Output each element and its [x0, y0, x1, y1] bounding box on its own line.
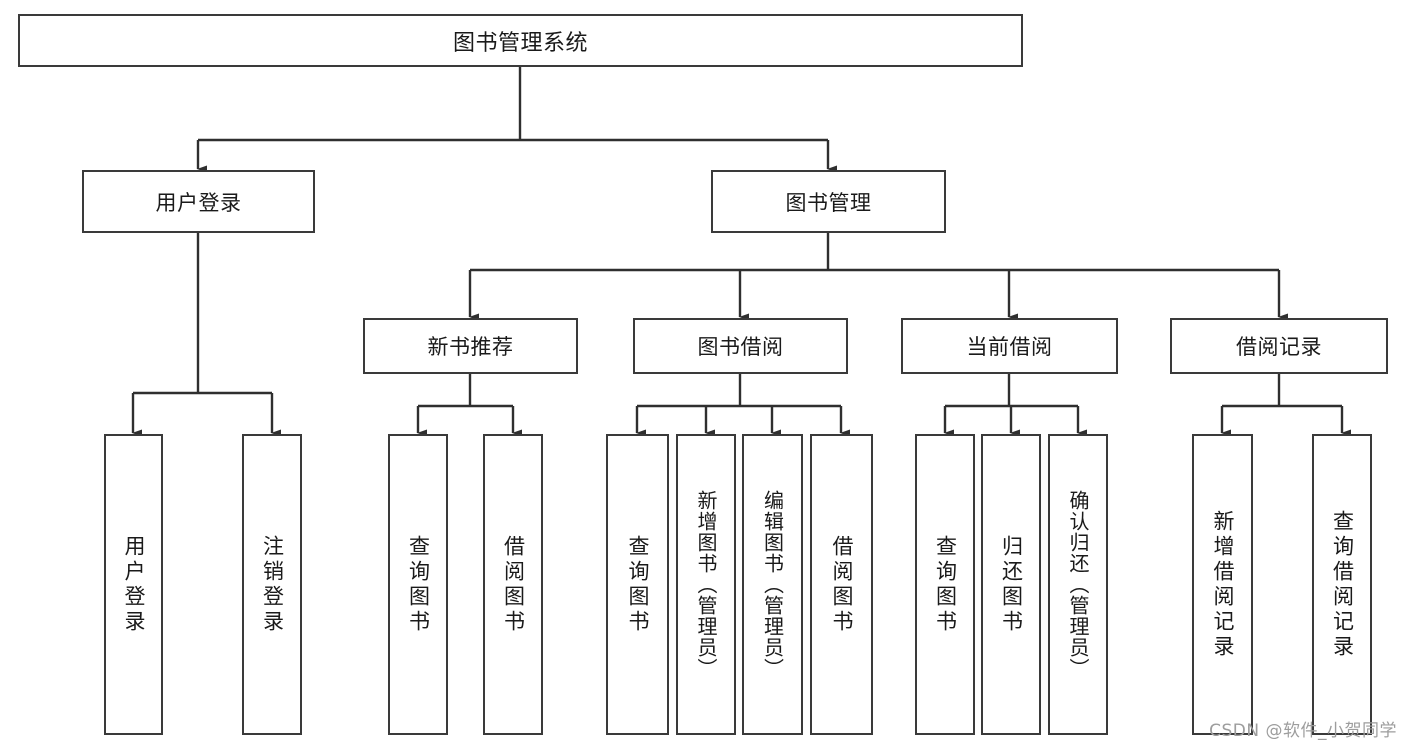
- node-leaf-user-login[interactable]: 用户登录: [104, 434, 163, 735]
- node-current-borrow[interactable]: 当前借阅: [901, 318, 1118, 374]
- node-label: 新增图书（管理员）: [694, 490, 718, 679]
- node-leaf-borrow-book-2[interactable]: 借阅图书: [810, 434, 873, 735]
- node-label: 借阅图书: [830, 534, 854, 635]
- node-label: 归还图书: [999, 534, 1024, 635]
- node-label: 当前借阅: [966, 335, 1053, 359]
- node-leaf-query-borrow-record[interactable]: 查询借阅记录: [1312, 434, 1372, 735]
- node-leaf-logout-login[interactable]: 注销登录: [242, 434, 302, 735]
- node-borrow-record[interactable]: 借阅记录: [1170, 318, 1388, 374]
- node-leaf-query-book-1[interactable]: 查询图书: [388, 434, 448, 735]
- node-label: 新书推荐: [427, 335, 514, 359]
- node-label: 查询借阅记录: [1330, 509, 1355, 660]
- node-leaf-return-book[interactable]: 归还图书: [981, 434, 1041, 735]
- node-label: 图书借阅: [697, 335, 784, 359]
- node-label: 确认归还（管理员）: [1066, 490, 1090, 679]
- node-label: 图书管理: [785, 190, 872, 215]
- watermark-label: CSDN @软件_小贺同学: [1209, 721, 1397, 741]
- node-leaf-query-book-3[interactable]: 查询图书: [915, 434, 975, 735]
- node-label: 借阅图书: [501, 534, 526, 635]
- node-label: 图书管理系统: [452, 30, 588, 56]
- node-leaf-edit-book-admin[interactable]: 编辑图书（管理员）: [742, 434, 803, 735]
- node-label: 查询图书: [406, 534, 431, 635]
- node-leaf-add-book-admin[interactable]: 新增图书（管理员）: [676, 434, 736, 735]
- node-label: 用户登录: [122, 534, 146, 635]
- node-label: 新增借阅记录: [1211, 509, 1235, 660]
- node-leaf-borrow-book-1[interactable]: 借阅图书: [483, 434, 543, 735]
- node-user-login[interactable]: 用户登录: [82, 170, 315, 233]
- node-book-management[interactable]: 图书管理: [711, 170, 946, 233]
- node-root[interactable]: 图书管理系统: [18, 14, 1023, 67]
- node-leaf-query-book-2[interactable]: 查询图书: [606, 434, 669, 735]
- node-leaf-confirm-return-admin[interactable]: 确认归还（管理员）: [1048, 434, 1108, 735]
- node-label: 注销登录: [260, 534, 285, 635]
- node-leaf-add-borrow-record[interactable]: 新增借阅记录: [1192, 434, 1253, 735]
- node-label: 用户登录: [155, 190, 242, 215]
- node-book-borrow[interactable]: 图书借阅: [633, 318, 848, 374]
- node-new-book-recommend[interactable]: 新书推荐: [363, 318, 578, 374]
- node-label: 编辑图书（管理员）: [760, 490, 785, 679]
- edge-lines: [131, 67, 1351, 437]
- node-label: 查询图书: [626, 534, 650, 635]
- node-label: 借阅记录: [1236, 335, 1322, 359]
- node-label: 查询图书: [933, 534, 958, 635]
